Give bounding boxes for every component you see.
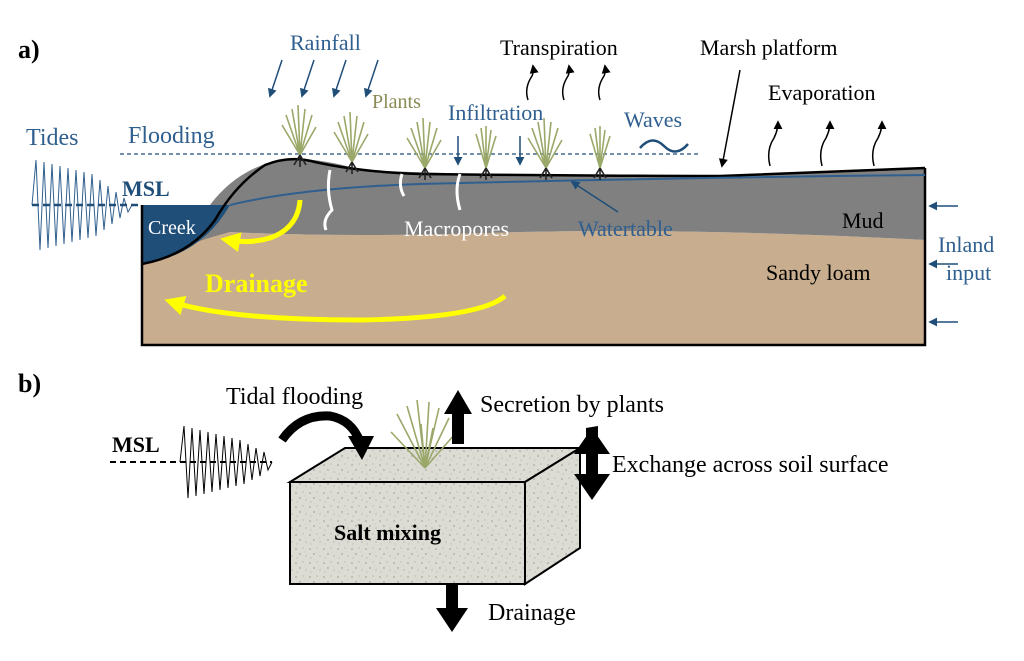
plant-icon [589, 126, 611, 180]
marsh-platform-label: Marsh platform [700, 35, 837, 60]
creek-water [142, 205, 230, 264]
rainfall-label: Rainfall [290, 30, 361, 55]
evaporation-label: Evaporation [768, 80, 876, 105]
plant-icons [281, 104, 611, 180]
watertable-label: Watertable [578, 216, 673, 241]
inland-input-arrows [928, 201, 958, 327]
exchange-arrow-up [574, 428, 610, 460]
creek-label: Creek [148, 217, 196, 239]
plant-icon [281, 104, 317, 167]
exchange-arrow-down [574, 426, 610, 500]
rainfall-arrows [268, 59, 379, 98]
sandy-loam-label: Sandy loam [766, 260, 871, 285]
plant-icon-b [390, 399, 456, 469]
plants-label: Plants [372, 91, 421, 113]
marsh-platform-pointer [718, 69, 741, 168]
panel-b: b) MSL Salt mixing Tidal flooding Secret… [18, 369, 889, 632]
plant-icon [527, 117, 563, 180]
transpiration-arrows [525, 64, 611, 101]
drainage-arrow-b [436, 584, 468, 632]
tidal-flooding-arrowhead [348, 436, 374, 460]
secretion-arrow [444, 390, 472, 444]
msl-label-a: MSL [122, 176, 170, 201]
inland-input-label-1: Inland [938, 232, 994, 257]
plant-icon [333, 111, 369, 174]
tidal-flooding-label: Tidal flooding [226, 384, 363, 410]
panel-a: a) Tides MSL Flooding Creek Rainfall Pla… [18, 30, 994, 347]
tidal-flooding-arrow [278, 411, 365, 444]
waves-icon [639, 139, 689, 153]
flooding-label: Flooding [128, 123, 215, 149]
infiltration-arrows [453, 136, 525, 166]
plant-icon [406, 117, 442, 180]
watertable-line [229, 174, 926, 206]
watertable-pointer [570, 181, 619, 213]
soil-surface-line [141, 157, 926, 266]
mud-label: Mud [842, 208, 884, 233]
salt-mixing-label: Salt mixing [334, 520, 441, 545]
drainage-arrow-deep [164, 294, 507, 323]
sandy-loam-layer [142, 231, 925, 345]
tides-label: Tides [26, 125, 78, 151]
mud-layer [190, 158, 925, 245]
drainage-arrow-creek [220, 199, 303, 252]
panel-a-label: a) [18, 35, 40, 64]
evaporation-arrows [767, 120, 887, 167]
macropores-label: Macropores [404, 216, 509, 241]
infiltration-label: Infiltration [448, 100, 543, 125]
secretion-label: Secretion by plants [480, 392, 664, 418]
plant-icon [475, 126, 497, 180]
msl-label-b: MSL [112, 432, 160, 457]
drainage-label-a: Drainage [205, 269, 308, 298]
salt-box [286, 446, 584, 586]
transpiration-label: Transpiration [500, 35, 618, 60]
panel-b-label: b) [18, 369, 41, 398]
waves-label: Waves [624, 107, 682, 132]
drainage-label-b: Drainage [488, 600, 576, 626]
macropores [323, 169, 462, 231]
exchange-label: Exchange across soil surface [612, 452, 889, 478]
